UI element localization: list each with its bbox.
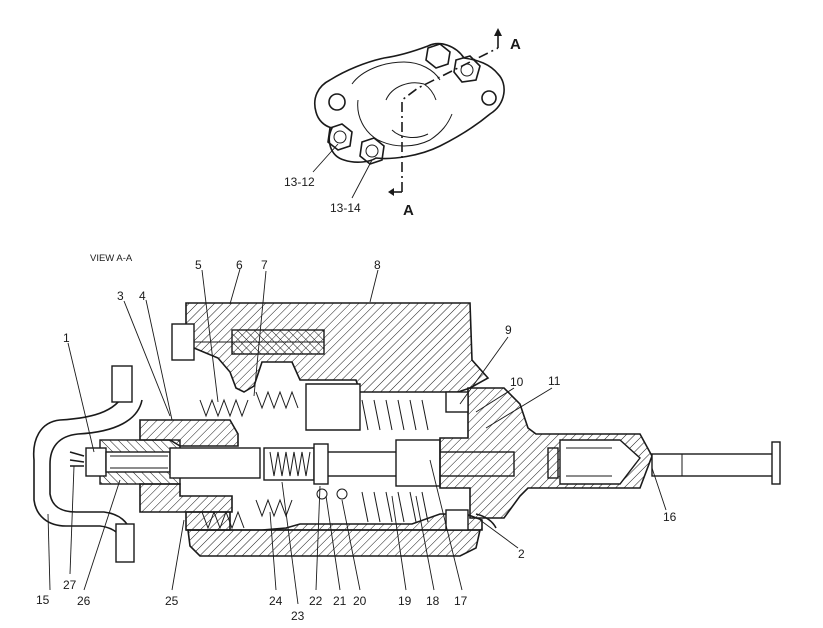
view-title: VIEW A-A <box>90 253 133 264</box>
callout-5: 5 <box>195 258 202 272</box>
callout-leaders <box>47 268 667 605</box>
callout-23: 23 <box>291 609 305 623</box>
section-view-body <box>32 302 781 563</box>
callout-21: 21 <box>333 594 347 608</box>
callout-11: 11 <box>548 374 561 388</box>
callout-16: 16 <box>663 510 677 524</box>
flange-callout-13-14: 13-14 <box>330 201 361 215</box>
callout-25: 25 <box>165 594 179 608</box>
callout-15: 15 <box>36 593 50 607</box>
callout-9: 9 <box>505 323 512 337</box>
callout-1: 1 <box>63 331 70 345</box>
callout-18: 18 <box>426 594 440 608</box>
callout-17: 17 <box>454 594 468 608</box>
callout-7: 7 <box>261 258 268 272</box>
flange-callout-13-12: 13-12 <box>284 175 315 189</box>
callout-6: 6 <box>236 258 243 272</box>
callout-4: 4 <box>139 289 146 303</box>
callout-20: 20 <box>353 594 367 608</box>
callout-2: 2 <box>518 547 525 561</box>
callout-22: 22 <box>309 594 323 608</box>
flange-top-view <box>314 28 505 196</box>
callout-24: 24 <box>269 594 283 608</box>
callout-27: 27 <box>63 578 77 592</box>
section-marker-top: A <box>510 36 521 53</box>
callout-19: 19 <box>398 594 412 608</box>
callout-8: 8 <box>374 258 381 272</box>
callout-26: 26 <box>77 594 91 608</box>
section-marker-bottom: A <box>403 202 414 219</box>
callout-10: 10 <box>510 375 524 389</box>
callout-3: 3 <box>117 289 124 303</box>
